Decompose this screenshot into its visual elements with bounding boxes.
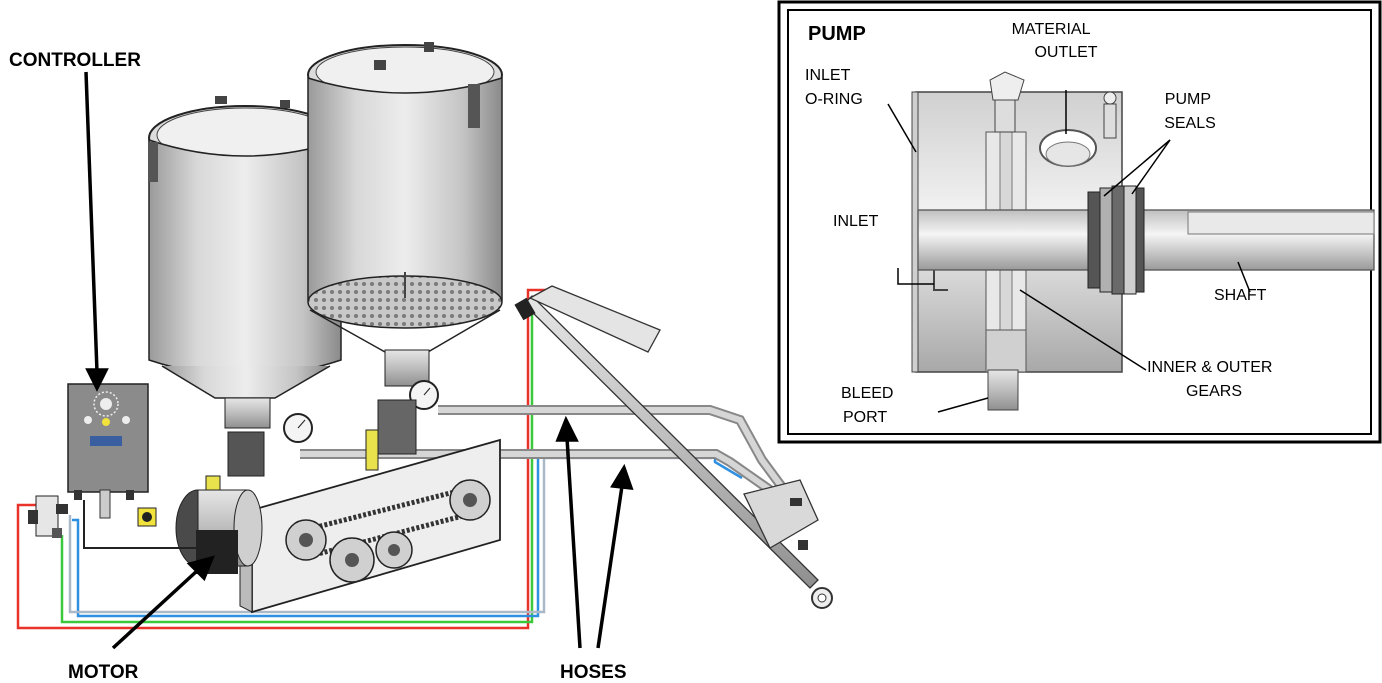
blue-hose [72,450,743,618]
motor-label: MOTOR [68,662,139,683]
air-regulator [28,495,68,538]
inner-outer-gears-label: INNER & OUTER GEARS [1147,359,1277,400]
machine-assembly: CONTROLLER MOTOR HOSES [9,42,833,683]
pump-detail-inset: PUMP MATERIAL OUTLET INLET O-RING PUMP S… [777,0,1382,444]
inset-leader-lines [887,90,1251,413]
right-tank [307,42,503,387]
hoses-label: HOSES [560,662,627,683]
pump-seals-label: PUMP SEALS [1164,91,1216,132]
dispense-wand [514,285,833,609]
inset-title: PUMP [808,23,866,45]
material-hoses [300,405,795,501]
pump-shaft [917,209,1375,271]
controller-label: CONTROLLER [9,50,141,71]
material-outlet-label: MATERIAL OUTLET [1012,21,1098,61]
sprockets [285,479,491,583]
inlet-label: INLET [833,213,879,230]
left-tank [148,96,342,429]
label-arrows [84,71,634,650]
inlet-oring-label: INLET O-RING [805,67,863,108]
motor-unit [175,489,263,574]
chain-drive-plate [239,438,501,614]
pump-seals [1087,185,1145,295]
bleed-port-label: BLEED PORT [841,385,898,426]
shaft-label: SHAFT [1214,287,1267,304]
controller-box [67,383,200,549]
